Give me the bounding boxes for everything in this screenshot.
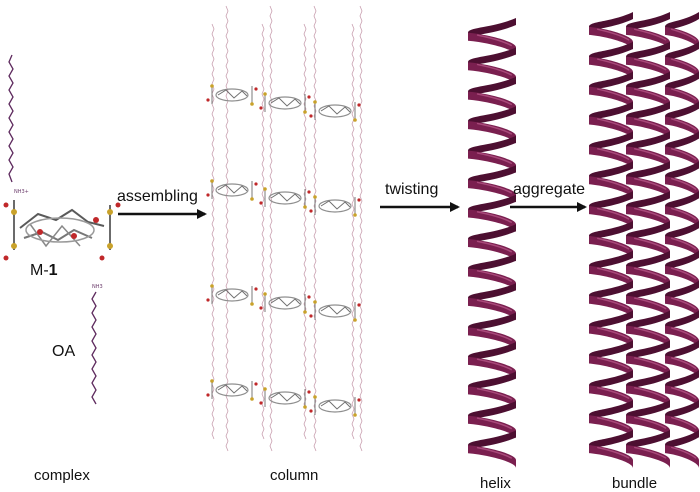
column-molecule [309, 300, 361, 322]
column-chain [313, 5, 317, 452]
label-twisting: twisting [385, 181, 439, 198]
column-molecule [206, 84, 258, 106]
bundle-group [589, 12, 699, 468]
helix-ribbon-single [468, 18, 516, 468]
oleylamine-chain-top-icon [8, 54, 14, 183]
label-assembling: assembling [117, 188, 198, 205]
column-molecule [206, 284, 258, 306]
complex-group: NH3+ NH3 [3, 54, 121, 405]
column-molecule [309, 195, 361, 217]
column-chain [303, 23, 307, 440]
column-molecule [206, 379, 258, 401]
oleylamine-chain-bottom-icon [91, 291, 97, 405]
label-bundle: bundle [612, 475, 658, 492]
complex-molecule-icon [3, 200, 121, 261]
label-molecule: M-1 [30, 263, 58, 279]
column-molecule [206, 179, 258, 201]
label-column: column [270, 467, 319, 484]
molecule-prefix: M- [30, 262, 49, 279]
label-complex: complex [34, 467, 90, 484]
column-molecule [259, 387, 311, 409]
helix-ribbon-bundle-2 [626, 12, 670, 468]
column-molecule [259, 92, 311, 114]
helix-ribbon-bundle-1 [589, 12, 633, 468]
column-chain [269, 5, 273, 452]
column-molecule [309, 395, 361, 417]
column-chain [359, 5, 363, 452]
label-aggregate: aggregate [513, 181, 586, 198]
helix-ribbon-icon [468, 18, 516, 468]
column-chain [261, 23, 265, 440]
column-molecule [309, 100, 361, 122]
helix-ribbon-bundle-3 [665, 12, 699, 468]
column-chain [351, 23, 355, 440]
ammonium-bottom-label: NH3 [92, 284, 103, 290]
column-chain [225, 5, 229, 452]
column-molecule [259, 187, 311, 209]
label-helix: helix [480, 475, 511, 492]
label-oa: OA [52, 343, 76, 360]
ammonium-top-label: NH3+ [14, 189, 29, 195]
column-molecule [259, 292, 311, 314]
column-group [206, 5, 363, 452]
molecule-number: 1 [48, 262, 58, 279]
